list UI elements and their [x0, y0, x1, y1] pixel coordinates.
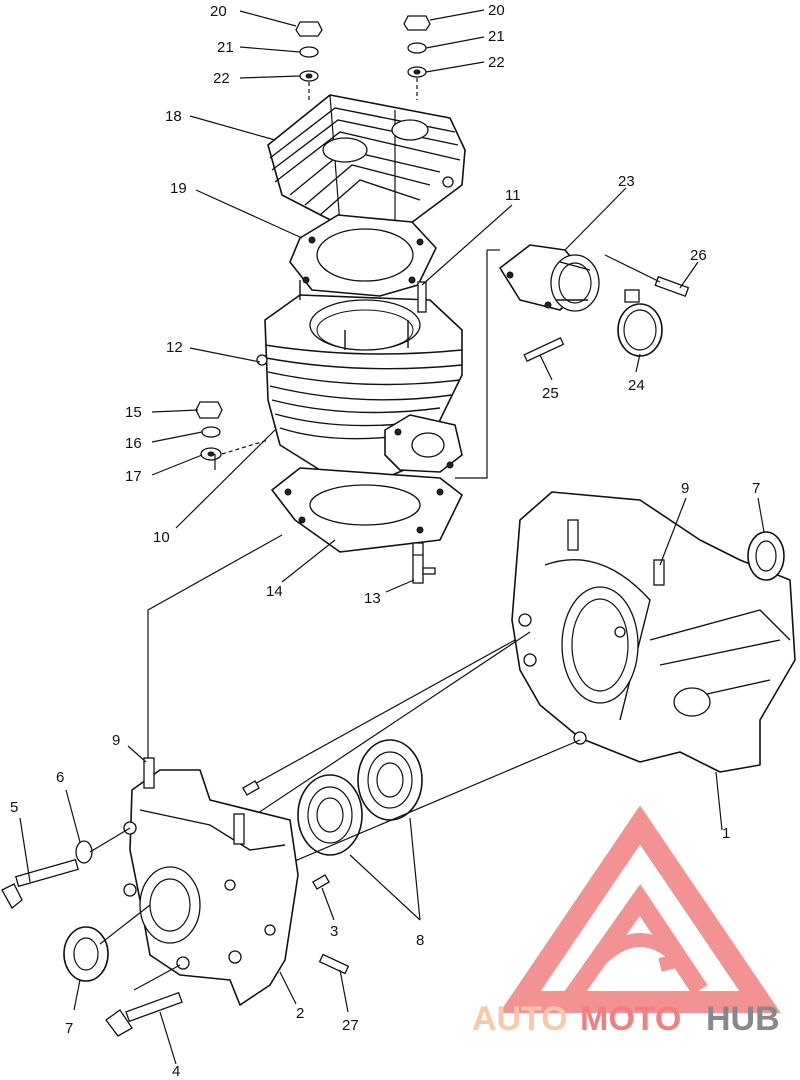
oil-seal-right [747, 531, 785, 581]
callout-3: 3 [330, 923, 338, 940]
callout-7-bottom: 7 [65, 1020, 73, 1037]
callout-10: 10 [153, 529, 170, 546]
callout-16: 16 [125, 435, 142, 452]
watermark-logo [499, 805, 781, 1013]
callout-20-right: 20 [488, 2, 505, 19]
cylinder-head [267, 94, 466, 236]
callout-5: 5 [10, 799, 18, 816]
left-crankcase-half [123, 757, 299, 1006]
callout-13: 13 [364, 590, 381, 607]
callout-19: 19 [170, 180, 187, 197]
right-crankcase-half [511, 491, 796, 773]
callout-17: 17 [125, 468, 142, 485]
clamp-screw [654, 275, 690, 298]
nut-washer-stack [195, 401, 269, 461]
callout-24: 24 [628, 377, 645, 394]
head-gasket [289, 214, 437, 297]
callout-22-left: 22 [213, 70, 230, 87]
callout-25: 25 [542, 385, 559, 402]
cylinder [256, 280, 463, 481]
callout-27: 27 [342, 1017, 359, 1034]
callout-4: 4 [172, 1063, 180, 1080]
callout-14: 14 [266, 583, 283, 600]
leader-lines [19, 9, 765, 1065]
callout-8: 8 [416, 932, 424, 949]
manifold-bolt [523, 337, 565, 363]
callout-12: 12 [166, 339, 183, 356]
long-bolt-upper [1, 858, 79, 909]
callout-15: 15 [125, 404, 142, 421]
callout-6: 6 [56, 769, 64, 786]
cylinder-stud [412, 542, 436, 584]
base-gasket [271, 467, 463, 553]
callout-9-right: 9 [681, 480, 689, 497]
left-stud-hardware [295, 21, 323, 100]
callout-9-left: 9 [112, 732, 120, 749]
callout-7-top: 7 [752, 480, 760, 497]
intake-manifold [499, 244, 600, 312]
main-bearing-left [297, 774, 363, 856]
main-bearing-right [357, 739, 423, 821]
washer [75, 840, 93, 864]
watermark-moto: MOTO [580, 1000, 681, 1038]
oil-seal-left [63, 926, 109, 982]
callout-labels: 20 21 22 20 21 22 18 19 11 23 26 12 25 2… [10, 2, 760, 1080]
callout-11: 11 [505, 187, 521, 204]
watermark-auto: AUTO [472, 1000, 568, 1038]
callout-21-left: 21 [217, 39, 234, 56]
callout-21-right: 21 [488, 28, 505, 45]
crankcase-screw-small [318, 953, 350, 975]
callout-23: 23 [618, 173, 635, 190]
callout-26: 26 [690, 247, 707, 264]
watermark-hub: HUB [706, 1000, 780, 1038]
dowel-pin-upper [242, 780, 260, 796]
callout-20-left: 20 [210, 3, 227, 20]
long-bolt-lower [105, 991, 183, 1037]
watermark-text: AUTO MOTO HUB [472, 1000, 780, 1038]
callout-18: 18 [165, 108, 182, 125]
callout-1: 1 [722, 825, 730, 842]
callout-22-right: 22 [488, 54, 505, 71]
right-stud-hardware [403, 15, 431, 100]
callout-2: 2 [296, 1005, 304, 1022]
dowel-pin-lower [312, 874, 330, 890]
intake-clamp [617, 289, 663, 357]
